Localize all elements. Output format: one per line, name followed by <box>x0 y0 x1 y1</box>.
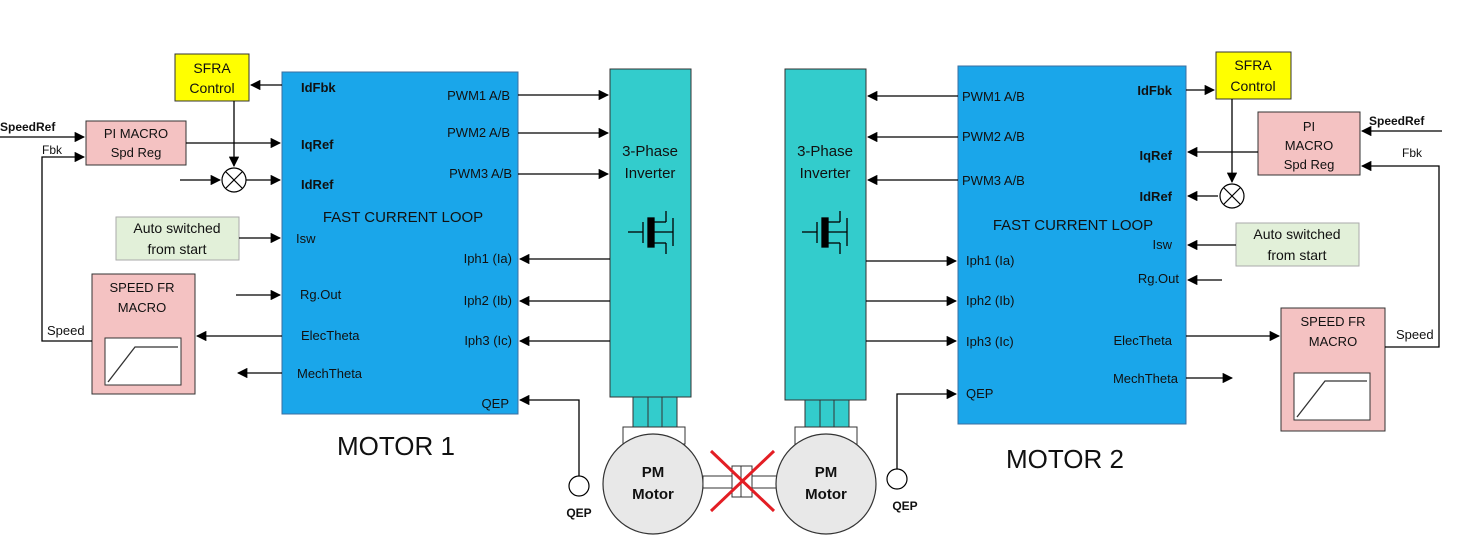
auto-line2-2: from start <box>1267 247 1326 263</box>
speed-label-2: Speed <box>1396 327 1434 342</box>
mosfet-icon <box>628 211 674 254</box>
sfra-line2-2: Control <box>1230 78 1275 94</box>
motor-line2-1: Motor <box>632 486 674 503</box>
pi-line2-2: MACRO <box>1285 138 1333 153</box>
motor2-title: MOTOR 2 <box>1006 444 1124 474</box>
motor-line1-2: PM <box>815 464 838 481</box>
motor1-title: MOTOR 1 <box>337 431 455 461</box>
isw-label-1: Isw <box>296 231 316 246</box>
pi-line2-1: Spd Reg <box>111 145 162 160</box>
speedfr-line1-1: SPEED FR <box>109 280 174 295</box>
motor2-connections <box>866 84 1442 469</box>
fbk-label-1: Fbk <box>42 143 63 157</box>
iqref-label-1: IqRef <box>301 137 334 152</box>
sfra-line1-2: SFRA <box>1234 57 1272 73</box>
qep-encoder-2 <box>886 468 908 490</box>
inverter-line2-1: Inverter <box>625 165 676 182</box>
pm-motor-2 <box>775 433 877 535</box>
pi-macro-box-1 <box>85 120 187 166</box>
auto-switched-box-2 <box>1235 222 1360 267</box>
fast-current-loop-block-1 <box>281 71 519 415</box>
auto-switched-box-1 <box>115 216 240 261</box>
mechtheta-label-2: MechTheta <box>1113 371 1179 386</box>
iph3-label-1: Iph3 (Ic) <box>464 333 512 348</box>
sfra-line2-1: Control <box>189 80 234 96</box>
qep-encoder-1 <box>568 475 590 497</box>
motor1-connections <box>0 79 610 476</box>
ramp-graph-2 <box>1293 372 1371 421</box>
sfra-box-1 <box>174 53 250 102</box>
iph1-label-2: Iph1 (Ia) <box>966 253 1014 268</box>
inverter-line1-2: 3-Phase <box>797 143 853 160</box>
motor1-section: IdFbk IqRef IdRef FAST CURRENT LOOP Isw … <box>0 53 704 535</box>
pwm3-label-2: PWM3 A/B <box>962 173 1025 188</box>
isw-label-2: Isw <box>1153 237 1173 252</box>
qep-encoder-label-2: QEP <box>892 499 917 513</box>
inverter-connector-1 <box>632 396 678 428</box>
iph3-label-2: Iph3 (Ic) <box>966 334 1014 349</box>
disconnect-cross-icon <box>709 449 776 513</box>
pwm2-label-1: PWM2 A/B <box>447 125 510 140</box>
sfra-line1-1: SFRA <box>193 60 231 76</box>
speedfr-line1-2: SPEED FR <box>1300 314 1365 329</box>
pwm3-label-1: PWM3 A/B <box>449 166 512 181</box>
electheta-label-1: ElecTheta <box>301 328 360 343</box>
pwm1-label-1: PWM1 A/B <box>447 88 510 103</box>
idref-label-1: IdRef <box>301 177 334 192</box>
rgout-label-2: Rg.Out <box>1138 271 1180 286</box>
auto-line2-1: from start <box>147 241 206 257</box>
idref-label-2: IdRef <box>1140 189 1173 204</box>
mechtheta-label-1: MechTheta <box>297 366 363 381</box>
auto-line1-1: Auto switched <box>133 220 220 236</box>
mosfet-icon <box>802 211 848 254</box>
motor2-section: PWM1 A/B PWM2 A/B PWM3 A/B Iph1 (Ia) Iph… <box>775 51 1442 535</box>
iph1-label-1: Iph1 (Ia) <box>464 251 512 266</box>
fast-current-loop-block-2 <box>957 65 1187 425</box>
qep-encoder-label-1: QEP <box>566 506 591 520</box>
inverter-connector-2 <box>804 399 850 428</box>
inverter-line2-2: Inverter <box>800 165 851 182</box>
speedfr-line2-2: MACRO <box>1309 334 1357 349</box>
inverter-line1-1: 3-Phase <box>622 143 678 160</box>
qep-port-label-1: QEP <box>482 396 509 411</box>
ramp-curve-1 <box>107 346 178 383</box>
motor-line2-2: Motor <box>805 486 847 503</box>
motor-line1-1: PM <box>642 464 665 481</box>
sfra-box-2 <box>1215 51 1292 100</box>
block-title-1: FAST CURRENT LOOP <box>323 209 483 226</box>
fbk-label-2: Fbk <box>1402 146 1423 160</box>
idfbk-label-2: IdFbk <box>1137 83 1172 98</box>
pi-macro-box-2 <box>1257 111 1361 176</box>
iph2-label-1: Iph2 (Ib) <box>464 293 512 308</box>
qep-port-label-2: QEP <box>966 386 993 401</box>
idfbk-label-1: IdFbk <box>301 80 336 95</box>
block-title-2: FAST CURRENT LOOP <box>993 217 1153 234</box>
iqref-label-2: IqRef <box>1140 148 1173 163</box>
pi-line1-2: PI <box>1303 119 1315 134</box>
summing-junction-1 <box>221 167 247 193</box>
ramp-curve-2 <box>1296 380 1367 418</box>
pwm1-label-2: PWM1 A/B <box>962 89 1025 104</box>
speedref-label-1: SpeedRef <box>0 120 56 134</box>
electheta-label-2: ElecTheta <box>1113 333 1172 348</box>
speedfr-line2-1: MACRO <box>118 300 166 315</box>
pi-line3-2: Spd Reg <box>1284 157 1335 172</box>
auto-line1-2: Auto switched <box>1253 226 1340 242</box>
speedref-label-2: SpeedRef <box>1369 114 1425 128</box>
summing-junction-2 <box>1219 183 1245 209</box>
pi-line1-1: PI MACRO <box>104 126 168 141</box>
rgout-label-1: Rg.Out <box>300 287 342 302</box>
pwm2-label-2: PWM2 A/B <box>962 129 1025 144</box>
iph2-label-2: Iph2 (Ib) <box>966 293 1014 308</box>
speed-label-1: Speed <box>47 323 85 338</box>
ramp-graph-1 <box>104 337 182 386</box>
pm-motor-1 <box>602 433 704 535</box>
